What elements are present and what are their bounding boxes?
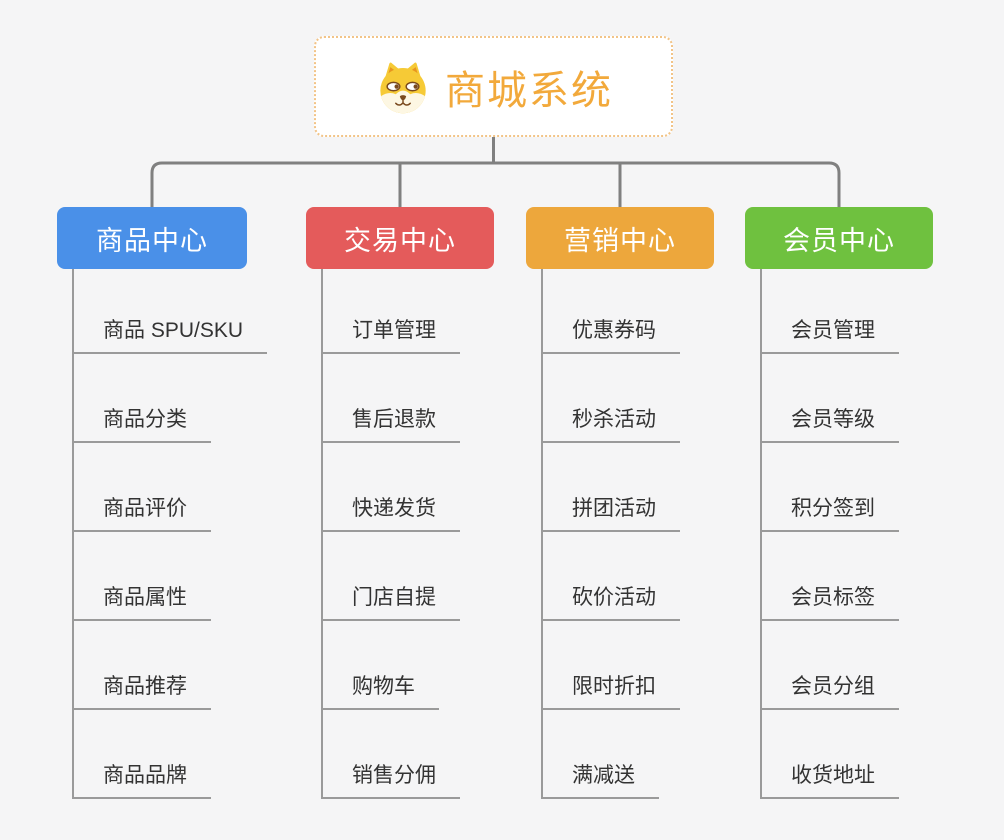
leaf-node[interactable]: 优惠券码 xyxy=(542,317,680,354)
root-node[interactable]: 商城系统 xyxy=(314,36,673,137)
branch-label: 交易中心 xyxy=(344,225,456,256)
leaf-node[interactable]: 商品品牌 xyxy=(73,762,211,799)
branch-column-product: 商品 SPU/SKU 商品分类 商品评价 商品属性 商品推荐 商品品牌 xyxy=(73,269,308,809)
branch-label: 会员中心 xyxy=(783,225,895,256)
leaf-node[interactable]: 商品 SPU/SKU xyxy=(73,317,268,354)
branch-node-product-center[interactable]: 商品中心 xyxy=(57,207,247,269)
leaf-node[interactable]: 订单管理 xyxy=(322,317,460,354)
leaf-node[interactable]: 门店自提 xyxy=(322,584,460,621)
leaf-node[interactable]: 商品属性 xyxy=(73,584,211,621)
leaf-node[interactable]: 快递发货 xyxy=(322,495,460,532)
leaf-node[interactable]: 商品推荐 xyxy=(73,673,211,710)
leaf-node[interactable]: 秒杀活动 xyxy=(542,406,680,443)
leaf-node[interactable]: 收货地址 xyxy=(761,762,899,799)
leaf-node[interactable]: 拼团活动 xyxy=(542,495,680,532)
leaf-node[interactable]: 会员分组 xyxy=(761,673,899,710)
leaf-node[interactable]: 会员等级 xyxy=(761,406,899,443)
leaf-node[interactable]: 商品分类 xyxy=(73,406,211,443)
leaf-node[interactable]: 商品评价 xyxy=(73,495,211,532)
leaf-node[interactable]: 售后退款 xyxy=(322,406,460,443)
leaf-node[interactable]: 会员标签 xyxy=(761,584,899,621)
branch-label: 营销中心 xyxy=(564,225,676,256)
branch-column-member: 会员管理 会员等级 积分签到 会员标签 会员分组 收货地址 xyxy=(761,269,996,809)
branch-node-marketing-center[interactable]: 营销中心 xyxy=(526,207,714,269)
branch-column-marketing: 优惠券码 秒杀活动 拼团活动 砍价活动 限时折扣 满减送 xyxy=(542,269,777,809)
branch-node-trade-center[interactable]: 交易中心 xyxy=(306,207,494,269)
leaf-node[interactable]: 砍价活动 xyxy=(542,584,680,621)
branch-node-member-center[interactable]: 会员中心 xyxy=(745,207,933,269)
leaf-node[interactable]: 限时折扣 xyxy=(542,673,680,710)
branch-column-trade: 订单管理 售后退款 快递发货 门店自提 购物车 销售分佣 xyxy=(322,269,557,809)
leaf-node[interactable]: 会员管理 xyxy=(761,317,899,354)
leaf-node[interactable]: 积分签到 xyxy=(761,495,899,532)
branch-label: 商品中心 xyxy=(96,225,208,256)
root-title: 商城系统 xyxy=(445,68,613,113)
leaf-node[interactable]: 销售分佣 xyxy=(322,762,460,799)
leaf-node[interactable]: 购物车 xyxy=(322,673,439,710)
shiba-dog-icon xyxy=(380,62,426,113)
leaf-node[interactable]: 满减送 xyxy=(542,762,659,799)
